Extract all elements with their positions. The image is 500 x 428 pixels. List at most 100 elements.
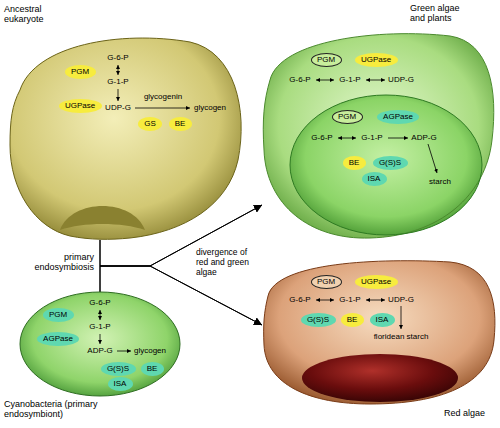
cell-heading: Ancestral eukaryote	[4, 4, 60, 25]
nucleus	[302, 354, 458, 402]
enzyme-ellipse: BE	[141, 362, 164, 376]
cell-body: Red algaeG-6-PG-1-PUDP-Gfloridean starch…	[262, 258, 496, 404]
cell-outline	[8, 34, 244, 240]
enzyme-name: AGPase	[383, 113, 413, 121]
chloroplast-body	[290, 95, 482, 235]
cyanobacterium-body	[20, 292, 180, 396]
enzyme-ellipse: AGPase	[377, 110, 419, 124]
reaction-arrow	[118, 89, 119, 101]
cell-outline-path	[264, 261, 495, 404]
metabolite-label: ADP-G	[411, 134, 436, 142]
metabolite-label: G-1-P	[107, 78, 128, 86]
metabolite-label: UDP-G	[105, 104, 131, 112]
enzyme-name: BE	[349, 159, 360, 167]
cell-outline-path	[20, 292, 180, 396]
cell-heading: Green algae and plants	[410, 3, 472, 24]
lineage-arrow	[100, 266, 262, 325]
metabolite-label: G-6-P	[289, 76, 310, 84]
lineage-arrow	[100, 240, 262, 325]
enzyme-name: PGM	[338, 113, 356, 121]
cell-heading: Cyanobacteria (primary endosymbiont)	[4, 399, 114, 420]
eukaryote-body	[10, 38, 241, 239]
enzyme-name: PGM	[317, 278, 335, 286]
reaction-arrow	[135, 108, 190, 109]
enzyme-ellipse: PGM	[332, 110, 363, 124]
metabolite-label: G-1-P	[339, 76, 360, 84]
enzyme-name: PGM	[71, 68, 89, 76]
metabolite-label: UDP-G	[388, 296, 414, 304]
enzyme-ellipse: UGPase	[59, 99, 102, 113]
reaction-arrow	[316, 80, 334, 81]
enzyme-ellipse: BE	[343, 156, 366, 170]
cell-body: Ancestral eukaryoteG-6-PG-1-PUDP-Gglycog…	[8, 34, 244, 240]
enzyme-name: G(S)S	[107, 365, 129, 373]
enzyme-name: BE	[347, 316, 358, 324]
metabolite-label: glycogenin	[144, 93, 182, 101]
green-alga-body	[263, 34, 494, 238]
metabolite-label: glycogen	[134, 347, 166, 355]
metabolite-label: starch	[429, 178, 451, 186]
metabolite-label: G-1-P	[339, 296, 360, 304]
cell-outline-path	[290, 95, 482, 235]
enzyme-name: PGM	[317, 56, 335, 64]
enzyme-name: ISA	[376, 316, 389, 324]
enzyme-ellipse: AGPase	[37, 332, 79, 346]
process-label: divergence of red and green algae	[196, 248, 258, 277]
enzyme-name: BE	[175, 120, 186, 128]
enzyme-ellipse: PGM	[65, 65, 96, 79]
enzyme-ellipse: PGM	[311, 275, 342, 289]
enzyme-name: ISA	[368, 175, 381, 183]
enzyme-name: ISA	[114, 380, 127, 388]
reaction-arrow	[366, 80, 385, 81]
reaction-arrow	[316, 300, 334, 301]
engulfment-cavity	[60, 206, 145, 230]
metabolite-label: glycogen	[194, 104, 226, 112]
metabolite-label: ADP-G	[87, 347, 112, 355]
enzyme-ellipse: ISA	[108, 377, 133, 391]
red-alga-body	[264, 261, 495, 404]
cell-body: Green algae and plantsG-6-PG-1-PUDP-GPGM…	[262, 30, 496, 240]
enzyme-ellipse: PGM	[311, 53, 342, 67]
reaction-arrows	[100, 65, 437, 351]
enzyme-ellipse: ISA	[370, 313, 395, 327]
metabolite-label: floridean starch	[374, 333, 429, 341]
enzyme-name: AGPase	[43, 335, 73, 343]
metabolite-label: G-6-P	[107, 54, 128, 62]
cell-outline-path	[263, 34, 494, 238]
enzyme-name: UGPase	[361, 278, 391, 286]
reaction-arrow	[100, 310, 101, 320]
enzyme-name: UGPase	[361, 56, 391, 64]
enzyme-ellipse: PGM	[43, 308, 74, 322]
reaction-arrow	[401, 306, 402, 329]
cell-body: Cyanobacteria (primary endosymbiont)G-6-…	[20, 292, 180, 396]
enzyme-ellipse: G(S)S	[301, 313, 336, 327]
reaction-arrow	[100, 334, 101, 344]
reaction-arrow	[118, 65, 119, 75]
metabolite-label: G-1-P	[361, 134, 382, 142]
enzyme-ellipse: UGPase	[355, 275, 398, 289]
enzyme-name: UGPase	[65, 102, 95, 110]
enzyme-ellipse: BE	[341, 313, 364, 327]
enzyme-ellipse: G(S)S	[373, 156, 408, 170]
enzyme-name: G(S)S	[379, 159, 401, 167]
reaction-arrow	[117, 351, 131, 352]
reaction-arrow	[388, 138, 408, 139]
chloroplast: G-6-P G-1-P ADP-G starch PGM AGPaseBE G(S)S ISA	[290, 95, 482, 235]
enzyme-name: G(S)S	[307, 316, 329, 324]
enzyme-name: GS	[144, 120, 156, 128]
reaction-arrow	[366, 300, 385, 301]
cell-outline-path	[10, 38, 241, 239]
metabolite-label: G-1-P	[89, 323, 110, 331]
metabolite-label: G-6-P	[311, 134, 332, 142]
reaction-arrow	[428, 144, 437, 173]
cell-heading: Red algae	[444, 408, 492, 418]
enzyme-ellipse: GS	[138, 117, 162, 131]
metabolite-label: G-6-P	[289, 296, 310, 304]
enzyme-ellipse: G(S)S	[101, 362, 136, 376]
enzyme-name: PGM	[49, 311, 67, 319]
enzyme-ellipse: BE	[169, 117, 192, 131]
metabolite-label: UDP-G	[388, 76, 414, 84]
